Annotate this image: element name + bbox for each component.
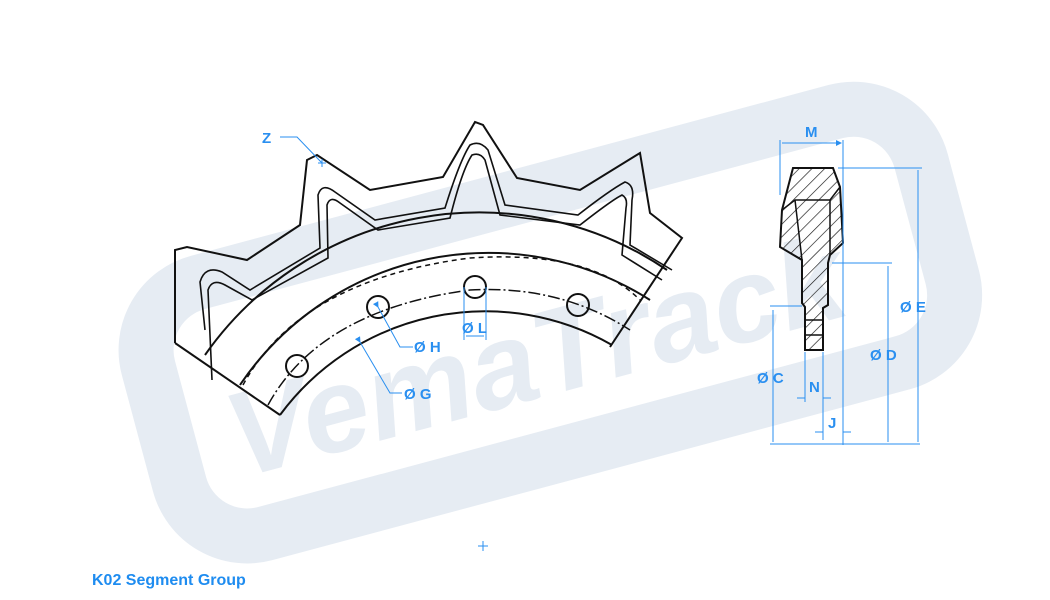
bolt-circle: [267, 288, 631, 406]
segment-dimensions: [280, 136, 488, 551]
tooth-rib-inner: [207, 153, 663, 381]
bolt-hole: [285, 354, 309, 378]
label-h: Ø H: [414, 339, 441, 356]
watermark: VemaTrack: [118, 81, 983, 564]
label-c: Ø C: [757, 370, 784, 387]
segment-outline: [174, 120, 684, 348]
label-z: Z: [262, 130, 271, 147]
bolt-hole: [366, 295, 390, 319]
ring-inner-arc: [279, 310, 613, 416]
label-n: N: [809, 379, 820, 396]
cross-section: [778, 167, 845, 351]
section-dimensions: [770, 140, 922, 445]
bolt-hole: [463, 275, 487, 299]
label-g: Ø G: [404, 386, 432, 403]
label-e: Ø E: [900, 299, 926, 316]
dashed-circle: [242, 256, 641, 386]
label-l: Ø L: [462, 320, 487, 337]
ring-outer-arc: [204, 211, 668, 356]
label-m: M: [805, 124, 818, 141]
end-left: [174, 342, 281, 416]
bolt-hole: [566, 293, 590, 317]
sprocket-segment: [174, 120, 684, 416]
label-d: Ø D: [870, 347, 897, 364]
ring-line: [239, 251, 651, 386]
section-body: [778, 167, 845, 351]
label-j: J: [828, 415, 836, 432]
tooth-rib: [199, 142, 673, 331]
drawing-title: K02 Segment Group: [92, 572, 246, 589]
